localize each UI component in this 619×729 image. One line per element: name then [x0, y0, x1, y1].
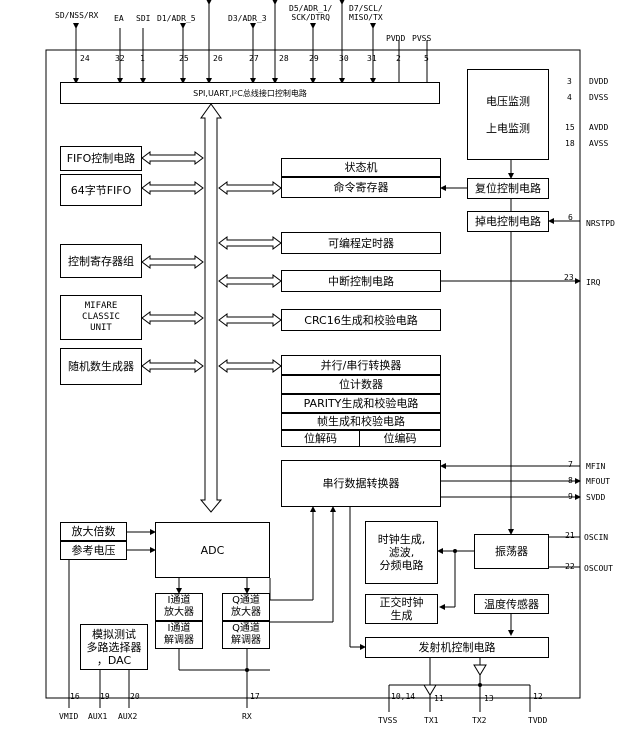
pin-num-9: 9 — [568, 492, 573, 501]
pin-name-d1: D1/ADR_5 — [157, 14, 196, 23]
oscillator-block: 振荡器 — [474, 534, 549, 569]
state-machine-block: 状态机 — [281, 158, 441, 177]
pin-name-d5: D5/ADR_1/ SCK/DTRQ — [289, 4, 333, 22]
crc16-block: CRC16生成和校验电路 — [281, 309, 441, 331]
pin-name-sdi: SDI — [136, 14, 151, 23]
pin-name-oscout: OSCOUT — [584, 564, 613, 573]
pin-num-11: 11 — [434, 694, 444, 703]
adc-block: ADC — [155, 522, 270, 578]
pin-num-24: 24 — [80, 54, 90, 63]
pin-name-d7: D7/SCL/ MISO/TX — [349, 4, 383, 22]
pin-num-29: 29 — [309, 54, 319, 63]
pin-name-tx1: TX1 — [424, 716, 439, 725]
pin-num-8: 8 — [568, 476, 573, 485]
i-channel-amp-block: I通道 放大器 — [155, 593, 203, 621]
pin-num-22: 22 — [565, 562, 575, 571]
pin-num-27: 27 — [249, 54, 259, 63]
ref-voltage-block: 参考电压 — [60, 541, 127, 560]
pin-name-tvdd: TVDD — [528, 716, 548, 725]
pin-num-31: 31 — [367, 54, 377, 63]
pin-num-19: 19 — [100, 692, 110, 701]
pin-name-pvdd: PVDD — [386, 34, 406, 43]
internal-bus — [199, 103, 223, 513]
pin-name-irq: IRQ — [586, 278, 601, 287]
pin-name-ea: EA — [114, 14, 124, 23]
pin-num-7: 7 — [568, 460, 573, 469]
pin-num-5: 5 — [424, 54, 429, 63]
pin-num-1: 1 — [140, 54, 145, 63]
pin-num-6: 6 — [568, 213, 573, 222]
pin-num-32: 32 — [115, 54, 125, 63]
frame-gen-block: 帧生成和校验电路 — [281, 413, 441, 430]
power-monitor-block: 电压监测 上电监测 — [467, 69, 549, 160]
control-registers-block: 控制寄存器组 — [60, 244, 142, 278]
pin-num-10-14: 10,14 — [391, 692, 416, 701]
pin-name-pvss: PVSS — [412, 34, 432, 43]
analog-mux-block: 模拟测试 多路选择器 ，DAC — [80, 624, 148, 670]
pin-name-dvdd: DVDD — [589, 77, 609, 86]
pin-num-15: 15 — [565, 123, 575, 132]
pin-num-13: 13 — [484, 694, 494, 703]
pin-num-25: 25 — [179, 54, 189, 63]
pin-num-3: 3 — [567, 77, 572, 86]
pin-name-d3: D3/ADR_3 — [228, 14, 267, 23]
mifare-classic-block: MIFARE CLASSIC UNIT — [60, 295, 142, 340]
bit-decoder-block: 位解码 — [281, 430, 360, 447]
voltage-monitor-label: 电压监测 — [486, 94, 530, 108]
quadrature-clock-block: 正交时钟 生成 — [365, 594, 438, 624]
power-on-monitor-label: 上电监测 — [486, 121, 530, 135]
pin-name-mfout: MFOUT — [586, 477, 611, 486]
pin-num-23: 23 — [564, 273, 574, 282]
pin-num-12: 12 — [533, 692, 543, 701]
random-generator-block: 随机数生成器 — [60, 348, 142, 385]
pin-name-avdd: AVDD — [589, 123, 609, 132]
q-channel-amp-block: Q通道 放大器 — [222, 593, 270, 621]
pin-num-20: 20 — [130, 692, 140, 701]
pin-num-21: 21 — [565, 531, 575, 540]
pin-num-28: 28 — [279, 54, 289, 63]
pin-num-16: 16 — [70, 692, 80, 701]
command-register-block: 命令寄存器 — [281, 177, 441, 198]
q-channel-demod-block: Q通道 解调器 — [222, 621, 270, 649]
pin-num-26: 26 — [213, 54, 223, 63]
pin-name-oscin: OSCIN — [584, 533, 609, 542]
serial-converter-block: 串行数据转换器 — [281, 460, 441, 507]
bit-counter-block: 位计数器 — [281, 375, 441, 394]
host-interface-block: SPI,UART,I²C总线接口控制电路 — [60, 82, 440, 104]
programmable-timer-block: 可编程定时器 — [281, 232, 441, 254]
bit-encoder-block: 位编码 — [359, 430, 441, 447]
pin-num-18: 18 — [565, 139, 575, 148]
pin-name-vmid: VMID — [59, 712, 79, 721]
reset-control-block: 复位控制电路 — [467, 178, 549, 199]
pin-name-svdd: SVDD — [586, 493, 606, 502]
sp-converter-block: 并行/串行转换器 — [281, 355, 441, 375]
pin-num-17: 17 — [250, 692, 260, 701]
pin-name-rx: RX — [242, 712, 252, 721]
pin-num-30: 30 — [339, 54, 349, 63]
interrupt-control-block: 中断控制电路 — [281, 270, 441, 292]
powerdown-control-block: 掉电控制电路 — [467, 211, 549, 232]
i-channel-demod-block: I通道 解调器 — [155, 621, 203, 649]
pin-name-avss: AVSS — [589, 139, 609, 148]
pin-name-tx2: TX2 — [472, 716, 487, 725]
parity-block: PARITY生成和校验电路 — [281, 394, 441, 413]
pin-name-mfin: MFIN — [586, 462, 606, 471]
fifo-control-block: FIFO控制电路 — [60, 146, 142, 171]
tx-control-block: 发射机控制电路 — [365, 637, 549, 658]
pin-name-nrstpd: NRSTPD — [586, 219, 615, 228]
fifo-64-block: 64字节FIFO — [60, 174, 142, 206]
pin-num-4: 4 — [567, 93, 572, 102]
clock-gen-block: 时钟生成, 滤波, 分频电路 — [365, 521, 438, 584]
temp-sensor-block: 温度传感器 — [474, 594, 549, 614]
pin-name-dvss: DVSS — [589, 93, 609, 102]
pin-name-aux1: AUX1 — [88, 712, 108, 721]
pin-num-2: 2 — [396, 54, 401, 63]
pin-name-sd: SD/NSS/RX — [55, 11, 99, 20]
gain-block: 放大倍数 — [60, 522, 127, 541]
pin-name-aux2: AUX2 — [118, 712, 138, 721]
pin-name-tvss: TVSS — [378, 716, 398, 725]
